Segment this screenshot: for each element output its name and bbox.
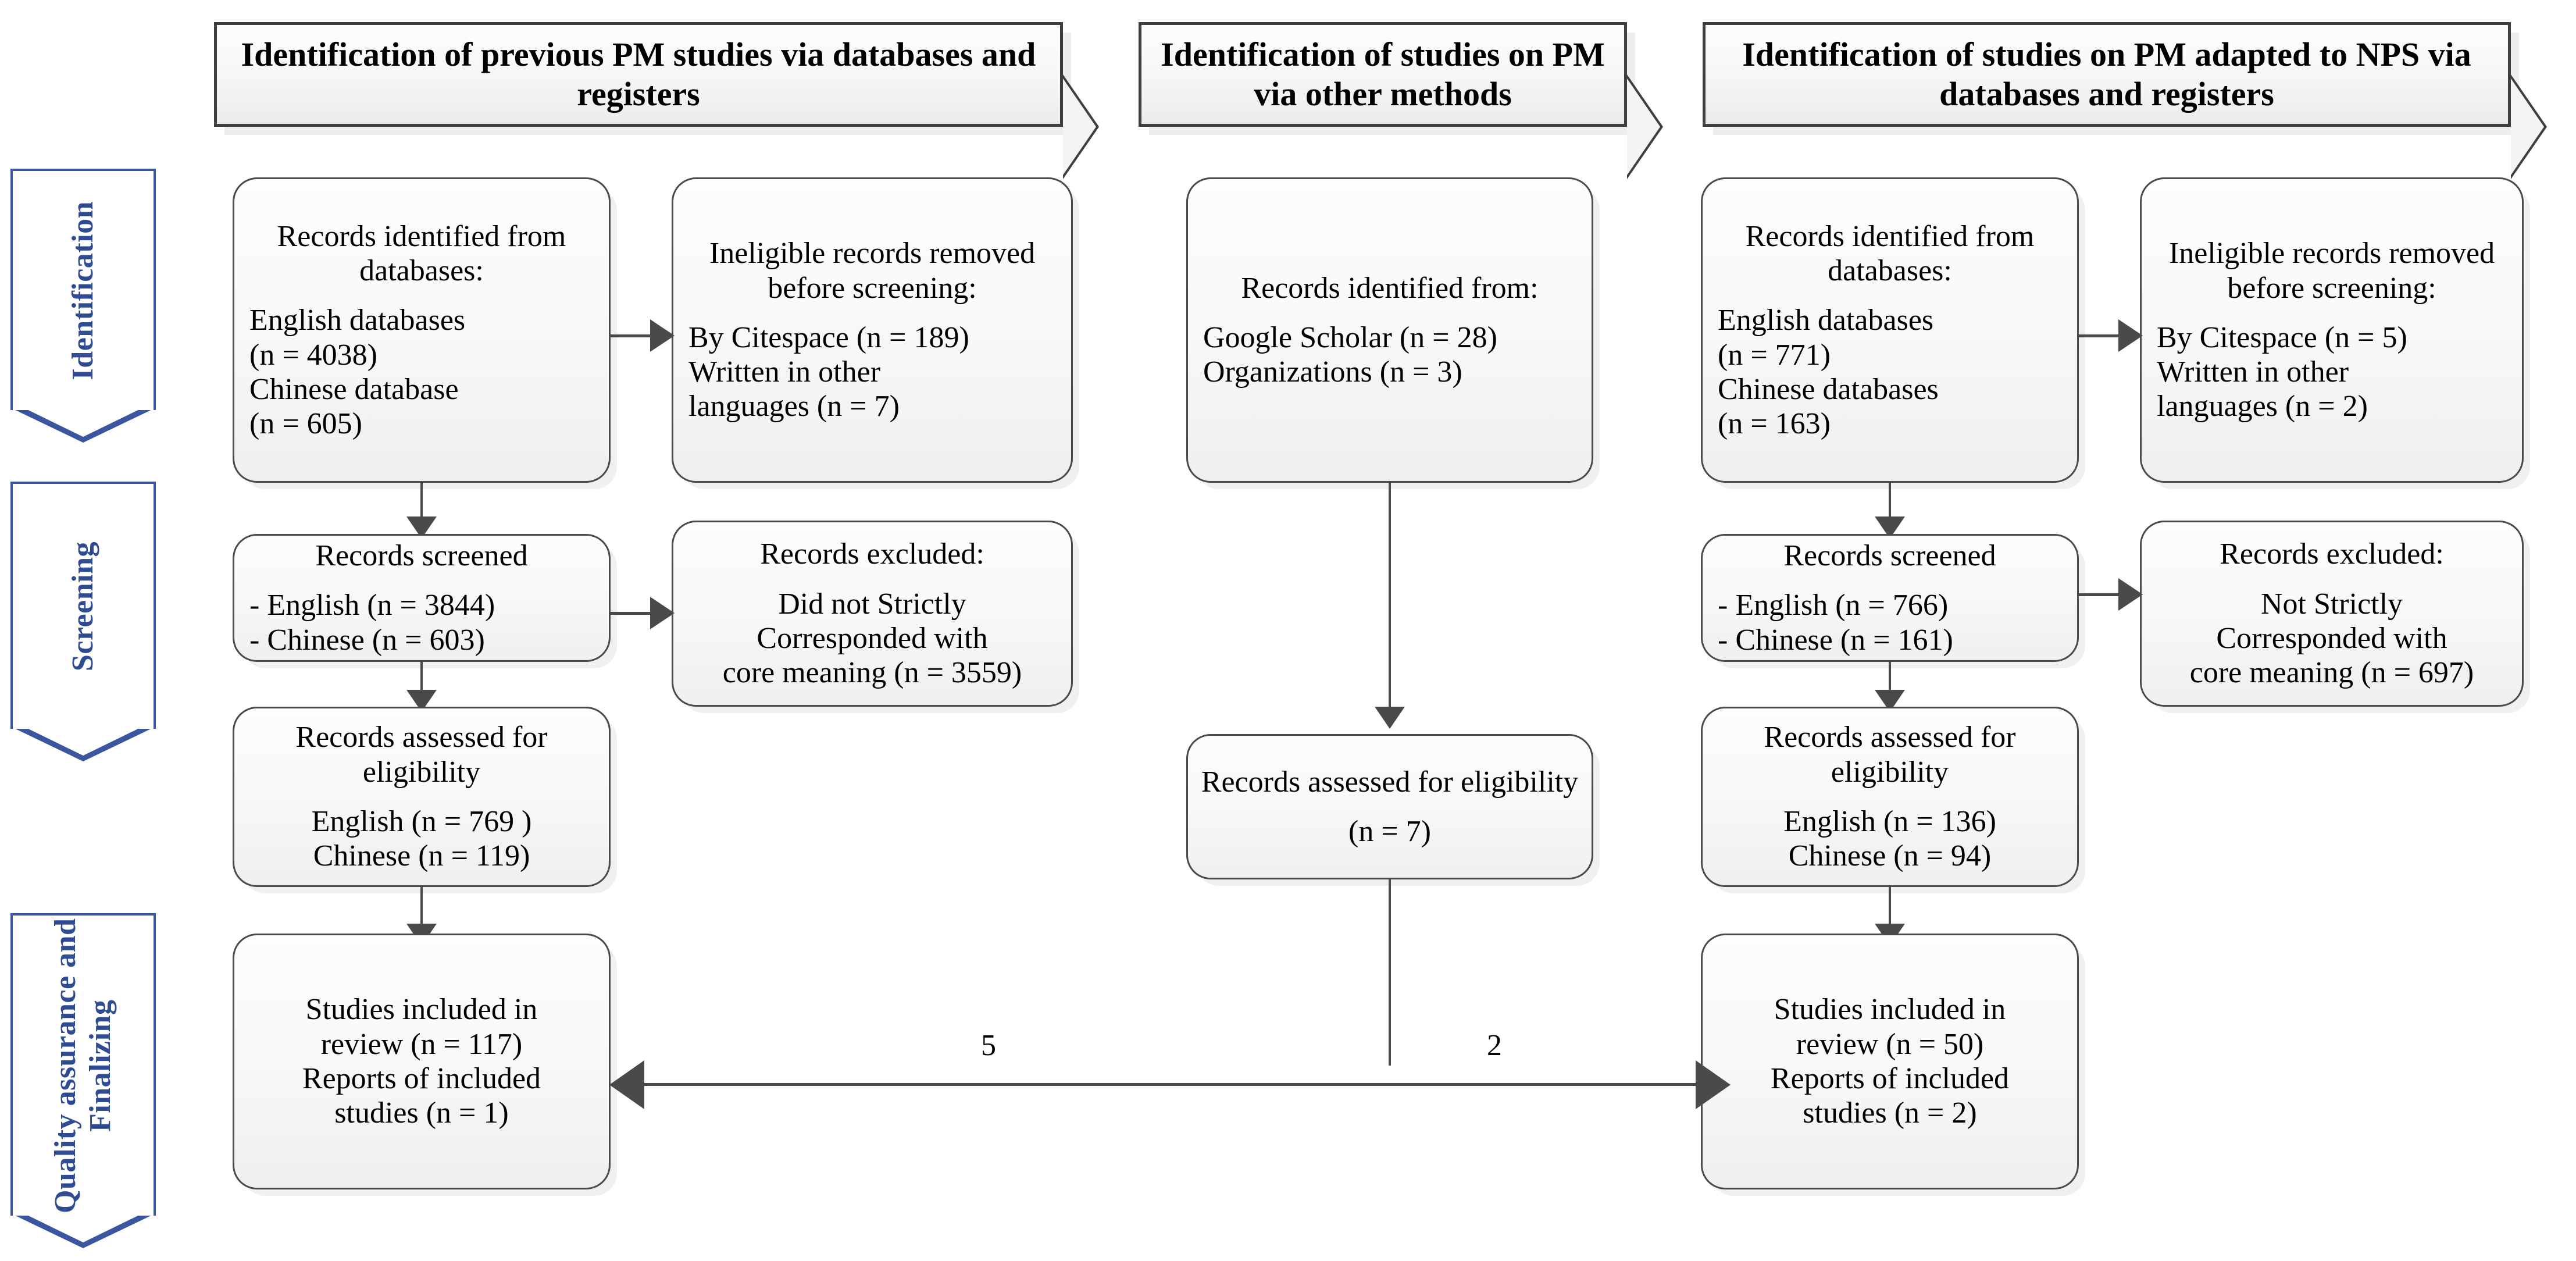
node-records-identified-col3: Records identified from databases: Engli… bbox=[1701, 177, 2079, 483]
node-records-excluded-col1: Records excluded: Did not Strictly Corre… bbox=[672, 521, 1073, 707]
connector-c1-screened-to-excluded bbox=[611, 612, 651, 615]
header-banner-col2: Identification of studies on PM via othe… bbox=[1139, 22, 1627, 127]
connector-c3-identified-to-removed bbox=[2079, 334, 2120, 337]
header-banner-col3-tip bbox=[2511, 74, 2547, 179]
header-banner-col2-tip bbox=[1627, 74, 1663, 179]
stage-label-quality-text: Quality assurance and Finalizing bbox=[49, 918, 117, 1213]
stage-chevron-screening-point bbox=[10, 729, 156, 764]
arrow-head-c3-screened-to-excluded bbox=[2118, 578, 2143, 611]
connector-c1-identified-to-removed bbox=[611, 334, 651, 337]
node-assessed-eligibility-col1: Records assessed for eligibility English… bbox=[233, 707, 611, 887]
node-studies-included-col3: Studies included in review (n = 50) Repo… bbox=[1701, 934, 2079, 1189]
arrow-head-transfer-left bbox=[609, 1060, 644, 1109]
node-records-excluded-col3: Records excluded: Not Strictly Correspon… bbox=[2140, 521, 2524, 707]
stage-label-identification: Identification bbox=[10, 169, 156, 410]
stage-chevron-quality-point bbox=[10, 1216, 156, 1251]
header-banner-col3: Identification of studies on PM adapted … bbox=[1703, 22, 2511, 127]
node-records-identified-col2: Records identified from: Google Scholar … bbox=[1186, 177, 1593, 483]
header-banner-col3-label: Identification of studies on PM adapted … bbox=[1742, 35, 2471, 113]
connector-c1-screened-to-eligibility bbox=[420, 662, 423, 694]
connector-c3-screened-to-excluded bbox=[2079, 593, 2120, 596]
node-ineligible-removed-col3: Ineligible records removed before screen… bbox=[2140, 177, 2524, 483]
node-assessed-eligibility-col2: Records assessed for eligibility (n = 7) bbox=[1186, 734, 1593, 879]
connector-c1-eligibility-to-included bbox=[420, 887, 423, 928]
stage-label-screening: Screening bbox=[10, 482, 156, 729]
edge-label-right-transfer: 2 bbox=[1487, 1029, 1502, 1062]
node-records-screened-col1-title: Records screened bbox=[315, 539, 528, 573]
connector-c3-eligibility-to-included bbox=[1889, 887, 1891, 928]
node-assessed-eligibility-col3: Records assessed for eligibility English… bbox=[1701, 707, 2079, 887]
node-records-screened-col3: Records screened - English (n = 766) - C… bbox=[1701, 534, 2079, 662]
header-banner-col1: Identification of previous PM studies vi… bbox=[214, 22, 1063, 127]
connector-transfer-bidirectional bbox=[643, 1083, 1698, 1086]
node-records-excluded-col1-title: Records excluded: bbox=[760, 537, 984, 571]
connector-c3-identified-to-screened bbox=[1889, 483, 1891, 521]
header-banner-col1-label: Identification of previous PM studies vi… bbox=[241, 35, 1036, 113]
node-ineligible-removed-col3-title: Ineligible records removed before screen… bbox=[2168, 237, 2495, 305]
connector-c2-eligibility-to-transfer bbox=[1389, 879, 1391, 1066]
edge-label-left-transfer: 5 bbox=[981, 1029, 996, 1062]
node-records-identified-col1-title: Records identified from databases: bbox=[277, 219, 566, 287]
node-records-excluded-col3-title: Records excluded: bbox=[2220, 537, 2444, 571]
node-assessed-eligibility-col3-title: Records assessed for eligibility bbox=[1764, 721, 2016, 789]
node-assessed-eligibility-col2-title: Records assessed for eligibility bbox=[1201, 765, 1579, 799]
connector-c3-screened-to-eligibility bbox=[1889, 662, 1891, 694]
arrow-head-c1-identified-to-removed bbox=[650, 319, 675, 352]
stage-chevron-identification-point bbox=[10, 410, 156, 445]
node-records-identified-col1: Records identified from databases: Engli… bbox=[233, 177, 611, 483]
connector-c2-identified-to-eligibility bbox=[1389, 483, 1391, 710]
connector-c1-identified-to-screened bbox=[420, 483, 423, 521]
node-assessed-eligibility-col1-title: Records assessed for eligibility bbox=[295, 721, 548, 789]
arrow-head-c3-identified-to-removed bbox=[2118, 319, 2143, 352]
header-banner-col1-tip bbox=[1063, 74, 1099, 179]
node-ineligible-removed-col1-title: Ineligible records removed before screen… bbox=[709, 237, 1036, 305]
node-records-identified-col2-title: Records identified from: bbox=[1241, 271, 1539, 305]
stage-label-identification-text: Identification bbox=[66, 201, 100, 380]
node-studies-included-col1: Studies included in review (n = 117) Rep… bbox=[233, 934, 611, 1189]
node-records-identified-col3-title: Records identified from databases: bbox=[1745, 219, 2035, 287]
arrow-head-transfer-right bbox=[1696, 1060, 1731, 1109]
header-banner-col2-label: Identification of studies on PM via othe… bbox=[1161, 35, 1605, 113]
arrow-head-c2-identified-to-eligibility bbox=[1375, 707, 1405, 729]
stage-label-quality: Quality assurance and Finalizing bbox=[10, 913, 156, 1216]
stage-label-screening-text: Screening bbox=[66, 541, 100, 672]
node-ineligible-removed-col1: Ineligible records removed before screen… bbox=[672, 177, 1073, 483]
node-records-screened-col3-title: Records screened bbox=[1783, 539, 1996, 573]
arrow-head-c1-screened-to-excluded bbox=[650, 597, 675, 629]
node-records-screened-col1: Records screened - English (n = 3844) - … bbox=[233, 534, 611, 662]
